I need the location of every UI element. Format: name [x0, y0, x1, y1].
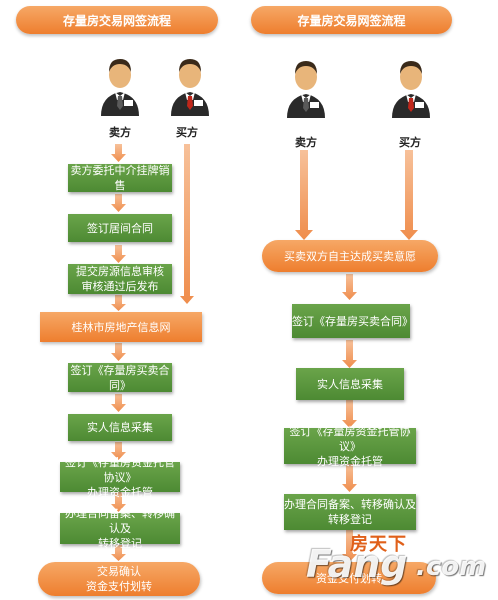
arrow-down	[111, 394, 126, 412]
step-line: 签订《存量房资金托管协议》	[65, 455, 175, 484]
seller-person-icon	[287, 61, 325, 118]
step-contract-filing: 办理合同备案、转移确认及 转移登记	[60, 507, 180, 550]
step-transaction-confirm: 交易确认 资金支付划转	[38, 562, 200, 596]
step-mutual-agreement: 买卖双方自主达成买卖意愿	[262, 240, 438, 272]
arrow-down	[342, 340, 357, 368]
step-line: 转移登记	[98, 537, 142, 550]
buyer-arrow	[180, 144, 194, 304]
arrow-down	[111, 343, 126, 361]
watermark-cn: 房天下	[350, 534, 407, 555]
step-identity-collection: 实人信息采集	[296, 368, 404, 400]
buyer-person-icon	[171, 59, 209, 116]
step-sign-sale-contract: 签订《存量房买卖合同》	[292, 304, 413, 338]
step-escrow-agreement: 签订《存量房资金托管协议》 办理资金托管	[284, 425, 416, 468]
left-title: 存量房交易网签流程	[16, 6, 218, 34]
step-sign-sale-contract: 签订《存量房买卖合同》	[68, 363, 172, 392]
buyer-person-icon	[392, 61, 430, 118]
right-title: 存量房交易网签流程	[251, 6, 452, 34]
arrow-down	[111, 545, 126, 561]
buyer-label: 买方	[176, 126, 198, 139]
arrow-down	[111, 492, 126, 512]
arrow-down	[111, 295, 126, 311]
arrow-down	[111, 144, 126, 162]
buyer-arrow-right	[400, 150, 418, 240]
step-contract-filing: 办理合同备案、转移确认及 转移登记	[284, 494, 416, 530]
watermark-domain: .com	[416, 552, 487, 582]
arrow-down	[342, 530, 357, 562]
step-line: 提交房源信息审核	[76, 265, 164, 278]
step-line: 审核通过后发布	[81, 280, 159, 293]
buyer-label: 买方	[399, 136, 421, 149]
step-entrust-agency: 卖方委托中介挂牌销售	[68, 164, 172, 192]
step-line: 签订《存量房资金托管协议》	[289, 424, 411, 453]
seller-arrow-right	[295, 150, 313, 240]
step-escrow-agreement: 签订《存量房资金托管协议》 办理资金托管	[60, 456, 180, 499]
step-line: 交易确认	[97, 565, 141, 578]
step-submit-listing: 提交房源信息审核 审核通过后发布	[68, 264, 172, 294]
step-identity-collection: 实人信息采集	[68, 414, 172, 441]
fang-watermark: 房天下 Fang .com	[306, 528, 492, 590]
arrow-down	[342, 400, 357, 428]
step-info-network: 桂林市房地产信息网	[40, 312, 202, 342]
step-line: 办理合同备案、转移确认及	[65, 507, 175, 535]
step-line: 转移登记	[328, 513, 372, 526]
arrow-down	[111, 442, 126, 460]
watermark-brand: Fang	[306, 542, 408, 586]
arrow-down	[111, 245, 126, 263]
step-sign-brokerage-contract: 签订居间合同	[68, 214, 172, 242]
arrow-down	[111, 194, 126, 212]
seller-person-icon	[101, 59, 139, 116]
step-line: 办理资金托管	[317, 454, 383, 468]
arrow-down	[342, 274, 357, 300]
step-line: 办理合同备案、转移确认及	[284, 498, 416, 511]
step-line: 资金支付划转	[86, 580, 152, 593]
step-payment-transfer: 资金支付划转	[262, 562, 436, 594]
arrow-down	[342, 464, 357, 492]
step-line: 办理资金托管	[87, 485, 153, 499]
seller-label: 卖方	[109, 126, 131, 139]
seller-label: 卖方	[295, 136, 317, 149]
